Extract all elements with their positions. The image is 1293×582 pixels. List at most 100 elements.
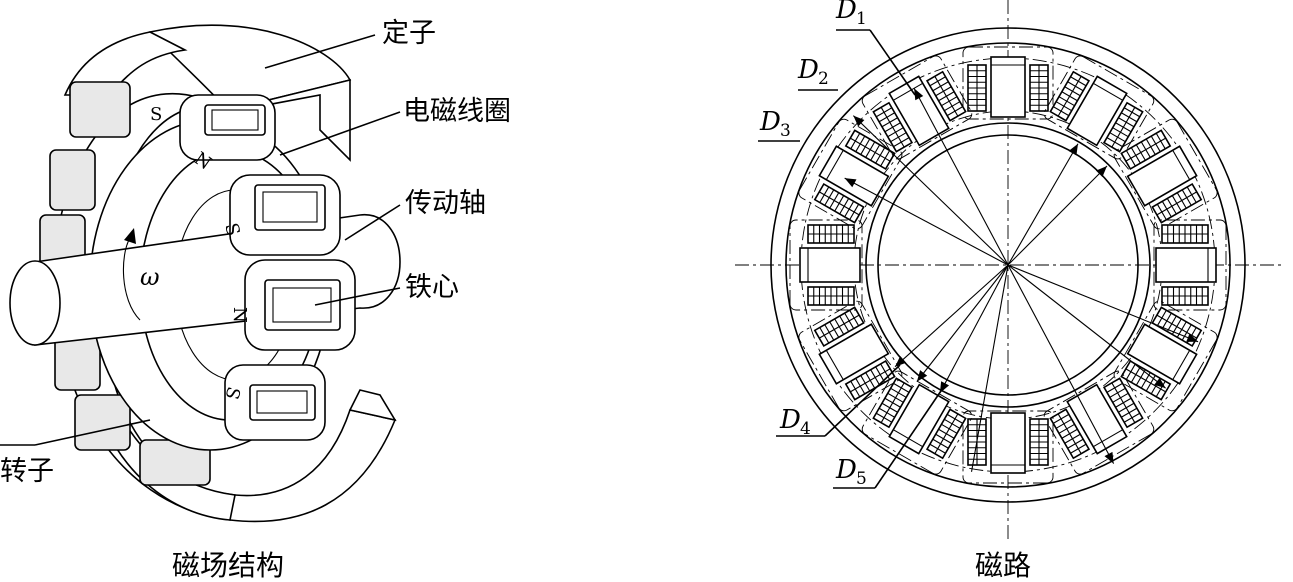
ray-arrowhead [1186, 333, 1199, 342]
coil-winding [872, 377, 914, 429]
stator-pole [1043, 55, 1155, 160]
svg-text:D: D [835, 0, 857, 25]
svg-text:2: 2 [818, 69, 829, 89]
stator-pole [962, 410, 1054, 484]
pole-set [789, 46, 1227, 484]
ray-arrowhead [1096, 166, 1107, 177]
diameter-ray [916, 264, 1009, 382]
diameter-ray [913, 88, 1009, 266]
svg-text:D: D [835, 455, 857, 485]
coil-winding [1029, 64, 1049, 112]
diameter-ray [894, 264, 1009, 368]
stator-pole [1153, 219, 1227, 311]
leader-line [314, 287, 401, 306]
svg-text:4: 4 [800, 419, 811, 439]
diameter-ray [852, 115, 1009, 266]
stator-pole-block [69, 81, 131, 138]
rotation-arrow [122, 237, 141, 321]
svg-text:D: D [759, 107, 781, 137]
coil-block-top [179, 94, 276, 161]
svg-text:3: 3 [780, 121, 791, 141]
diameter-ray [939, 264, 1009, 394]
coil-block-upper-mid [229, 174, 341, 256]
pole-label: S [150, 104, 162, 125]
coil-winding [1120, 129, 1172, 171]
pole-label: S [220, 221, 243, 238]
coil-block-lower-mid [224, 364, 326, 441]
leader-line [34, 419, 151, 446]
diameter-rays [844, 88, 1199, 472]
coil-block-middle [244, 259, 356, 351]
pole-label: S [220, 384, 243, 401]
stator-pole [1113, 300, 1218, 412]
ray-arrowhead [1068, 143, 1078, 156]
diameter-ray [844, 177, 1009, 266]
leader-line [264, 34, 376, 69]
rotor-label: 转子 [0, 456, 54, 487]
omega-symbol: ω [140, 263, 160, 291]
stator-outer-circle [770, 27, 1246, 503]
rotation-arrowhead [124, 228, 136, 244]
coil-winding [813, 182, 865, 224]
stator-pole [962, 46, 1054, 120]
svg-text:1: 1 [856, 9, 867, 29]
stator-pole [1113, 118, 1218, 230]
diameter-ray [1007, 264, 1166, 389]
coil-winding [1161, 286, 1209, 306]
svg-text:D: D [779, 405, 801, 435]
coil-winding [813, 306, 865, 348]
coil-winding [872, 101, 914, 153]
core-label: 铁心 [405, 272, 459, 303]
coil-winding [1102, 377, 1144, 429]
coil-winding [925, 70, 967, 122]
rotor-inner-circle [877, 134, 1139, 396]
coil-winding [807, 224, 855, 244]
diameter-ray [1007, 264, 1115, 464]
shaft-label: 传动轴 [405, 188, 486, 219]
rotor-outer-circle [865, 122, 1151, 408]
diameter-ray [1007, 165, 1108, 266]
coil-winding [1120, 359, 1172, 401]
stator-pole [1043, 370, 1155, 475]
leader-line [279, 111, 401, 156]
coil-winding [807, 286, 855, 306]
diameter-ray [1007, 143, 1079, 266]
stator-yoke-circle [785, 42, 1231, 488]
ray-arrowhead [914, 88, 924, 101]
stator-pole [789, 219, 863, 311]
stator-pole [798, 300, 903, 412]
coil-winding [1049, 408, 1091, 460]
ray-arrowhead [1154, 377, 1166, 389]
coil-winding [1161, 224, 1209, 244]
ray-arrowhead [916, 370, 928, 382]
stator-top-band [148, 24, 352, 111]
svg-text:D: D [797, 55, 819, 85]
stator-label: 定子 [382, 18, 436, 49]
coil-winding [844, 129, 896, 171]
diameter-ray [970, 264, 1009, 472]
ray-arrowhead [895, 356, 907, 367]
stator-pole-block [49, 149, 96, 211]
coil-winding [1029, 418, 1049, 466]
leader-line [344, 204, 401, 241]
stator-pole [798, 118, 903, 230]
stator-pole [861, 55, 973, 160]
coil-label: 电磁线圈 [403, 96, 511, 127]
coil-winding [1151, 182, 1203, 224]
magnetic-circuit-drawing [735, 0, 1285, 540]
diameter-ray [1007, 264, 1199, 343]
left-caption: 磁场结构 [172, 549, 284, 582]
ray-arrowhead [1104, 451, 1114, 464]
svg-text:5: 5 [856, 469, 867, 489]
coil-winding [925, 408, 967, 460]
right-caption: 磁路 [975, 549, 1031, 582]
pole-label: N [229, 307, 250, 323]
magnetic-structure-drawing: S N S N S ω [0, 24, 401, 523]
